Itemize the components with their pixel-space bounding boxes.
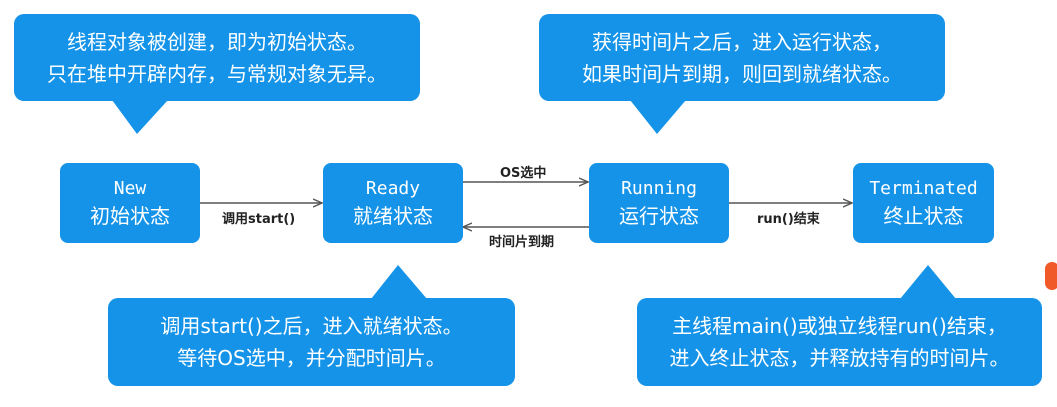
- state-terminated: Terminated 终止状态: [853, 163, 994, 243]
- corner-badge-icon: [1045, 262, 1057, 290]
- state-label: 运行状态: [619, 204, 699, 228]
- callout-line: 获得时间片之后，进入运行状态，: [592, 29, 892, 54]
- callout-pointer-bottom-right: [900, 265, 956, 299]
- callout-bottom-left: 调用start()之后，进入就绪状态。 等待OS选中，并分配时间片。: [108, 298, 515, 386]
- callout-top-left: 线程对象被创建，即为初始状态。 只在堆中开辟内存，与常规对象无异。: [14, 14, 420, 101]
- state-label: 初始状态: [90, 204, 170, 228]
- callout-line: 进入终止状态，并释放持有的时间片。: [669, 346, 1010, 370]
- state-new: New 初始状态: [60, 163, 200, 243]
- callout-line: 线程对象被创建，即为初始状态。: [67, 29, 367, 54]
- transition-label-running-to-ready: 时间片到期: [489, 235, 555, 250]
- transition-label-new-to-ready: 调用start(): [222, 212, 296, 227]
- state-name: Running: [621, 178, 697, 199]
- state-label: 就绪状态: [353, 204, 433, 228]
- state-name: Ready: [365, 178, 421, 199]
- callout-line: 调用start()之后，进入就绪状态。: [160, 314, 463, 338]
- callout-line: 等待OS选中，并分配时间片。: [177, 346, 446, 370]
- callout-line: 主线程main()或独立线程run()结束，: [672, 314, 1007, 338]
- transition-label-running-to-terminated: run()结束: [757, 212, 820, 227]
- callout-bottom-right: 主线程main()或独立线程run()结束， 进入终止状态，并释放持有的时间片。: [637, 298, 1042, 386]
- callout-pointer-bottom-left: [371, 265, 427, 299]
- state-running: Running 运行状态: [589, 163, 729, 243]
- callout-pointer-top-right: [630, 100, 686, 134]
- transition-label-ready-to-running: OS选中: [500, 166, 547, 181]
- state-name: New: [113, 178, 147, 199]
- callout-line: 只在堆中开辟内存，与常规对象无异。: [47, 61, 387, 86]
- state-ready: Ready 就绪状态: [323, 163, 463, 243]
- state-label: 终止状态: [883, 204, 964, 228]
- callout-top-right: 获得时间片之后，进入运行状态， 如果时间片到期，则回到就绪状态。: [539, 14, 945, 101]
- callout-pointer-top-left: [112, 100, 168, 134]
- callout-line: 如果时间片到期，则回到就绪状态。: [582, 61, 902, 86]
- state-name: Terminated: [869, 178, 978, 199]
